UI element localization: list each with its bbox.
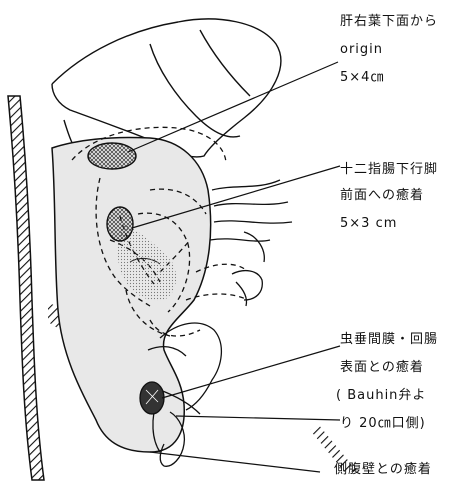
- adhesion-spot-liver: [88, 143, 136, 169]
- ascending-colon: [52, 137, 211, 452]
- label-duodenum-2: 前面への癒着: [340, 188, 424, 204]
- adhesion-spot-duodenum: [107, 207, 133, 241]
- label-duodenum-size: 5×3 cm: [340, 216, 397, 232]
- liver: [52, 19, 281, 160]
- label-appendix-4: り 20㎝口側): [340, 416, 426, 432]
- label-appendix-3: ( Bauhin弁よ: [336, 388, 426, 404]
- small-bowel-loops: [210, 180, 292, 306]
- label-appendix-2: 表面との癒着: [340, 360, 424, 376]
- label-duodenum: 十二指腸下行脚: [340, 162, 438, 178]
- label-wall: 側腹壁との癒着: [334, 462, 432, 478]
- label-appendix: 虫垂間膜・回腸: [340, 332, 438, 348]
- label-liver-origin-2: origin: [340, 42, 383, 58]
- adhesion-spot-appendix: [140, 382, 164, 414]
- label-liver-origin: 肝右葉下面から: [340, 14, 438, 30]
- label-liver-size: 5×4㎝: [340, 70, 384, 86]
- abdominal-wall: [8, 96, 44, 480]
